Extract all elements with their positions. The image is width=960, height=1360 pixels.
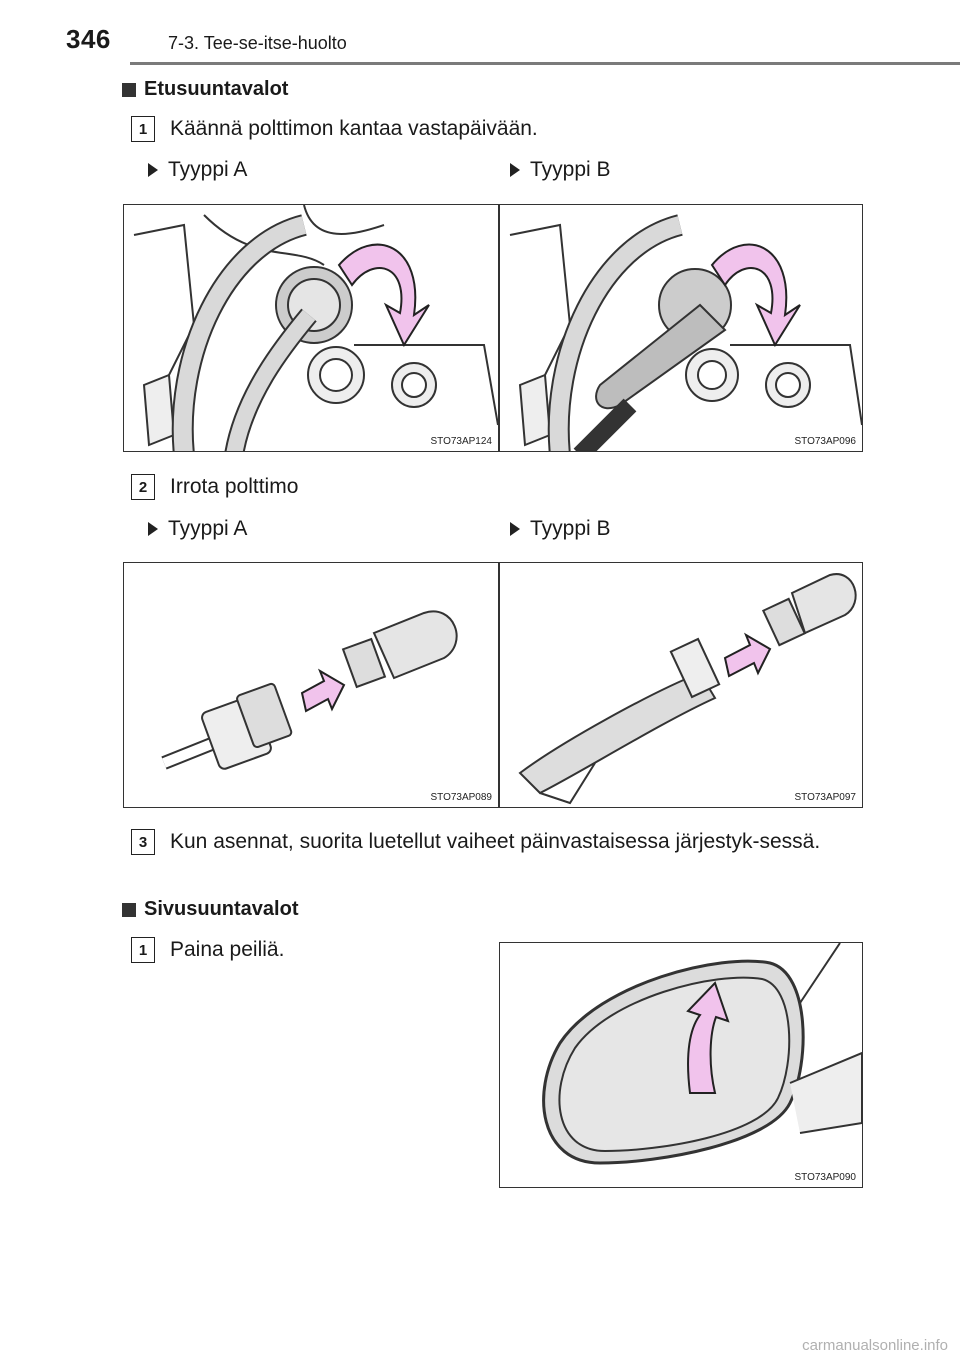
header-divider <box>130 62 960 65</box>
watermark: carmanualsonline.info <box>802 1337 948 1354</box>
figure-code: STO73AP089 <box>430 792 492 803</box>
triangle-bullet-icon <box>510 163 520 177</box>
figure-bulb-removal-type-a: STO73AP089 <box>123 562 499 808</box>
figure-bulb-removal-type-b: STO73AP097 <box>499 562 863 808</box>
figure-mirror-push: STO73AP090 <box>499 942 863 1188</box>
chapter-title: 7-3. Tee-se-itse-huolto <box>168 33 347 53</box>
section-title-front: Etusuuntavalot <box>144 78 289 100</box>
section-heading-side: Sivusuuntavalot <box>122 898 298 921</box>
triangle-bullet-icon <box>148 522 158 536</box>
step-badge-1: 1 <box>131 116 155 142</box>
figure-code: STO73AP090 <box>794 1172 856 1183</box>
step-badge-2: 2 <box>131 474 155 500</box>
figure-code: STO73AP124 <box>430 436 492 447</box>
figure-socket-type-a: STO73AP124 <box>123 204 499 452</box>
type-b-label-1: Tyyppi B <box>510 158 611 182</box>
step-2-text: Irrota polttimo <box>170 475 299 498</box>
figure-socket-type-b: STO73AP096 <box>499 204 863 452</box>
triangle-bullet-icon <box>510 522 520 536</box>
section-heading-front: Etusuuntavalot <box>122 78 288 101</box>
section-square-icon <box>122 902 136 917</box>
figure-code: STO73AP097 <box>794 792 856 803</box>
type-a-label-2: Tyyppi A <box>148 517 247 541</box>
type-b-label-2: Tyyppi B <box>510 517 611 541</box>
page-number: 346 <box>66 24 111 54</box>
step-1-text: Käännä polttimon kantaa vastapäivään. <box>170 117 538 140</box>
section-title-side: Sivusuuntavalot <box>144 898 299 920</box>
triangle-bullet-icon <box>148 163 158 177</box>
step-3-text: Kun asennat, suorita luetellut vaiheet p… <box>170 830 821 853</box>
type-a-label-1: Tyyppi A <box>148 158 247 182</box>
side-step-1-text: Paina peiliä. <box>170 938 285 961</box>
step-badge-side-1: 1 <box>131 937 155 963</box>
figure-code: STO73AP096 <box>794 436 856 447</box>
step-badge-3: 3 <box>131 829 155 855</box>
section-square-icon <box>122 82 136 97</box>
